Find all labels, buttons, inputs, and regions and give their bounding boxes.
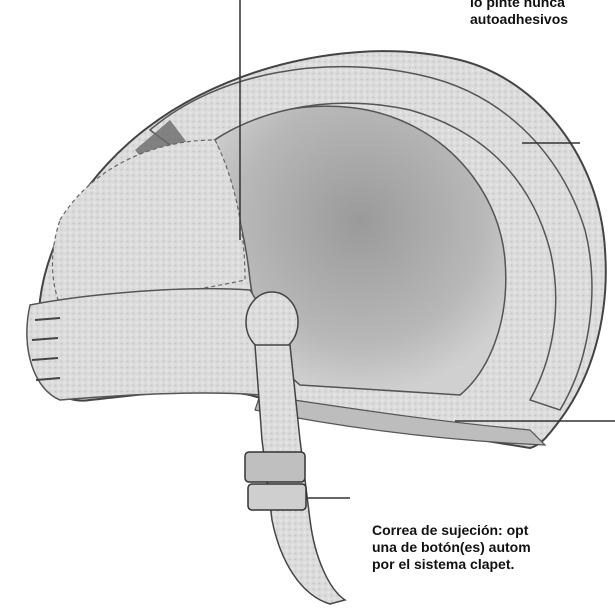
top-note-line-1: lo pinte nunca xyxy=(470,0,568,11)
buckle-upper xyxy=(245,452,305,482)
strap-anchor xyxy=(246,292,298,352)
strap-note-line-1: Correa de sujeción: opt xyxy=(372,522,531,539)
chin-bar xyxy=(27,289,269,400)
strap-note: Correa de sujeción: opt una de botón(es)… xyxy=(372,522,531,573)
top-note: lo pinte nunca autoadhesivos xyxy=(470,0,568,28)
top-note-line-2: autoadhesivos xyxy=(470,11,568,28)
visor xyxy=(53,140,246,305)
strap-note-line-3: por el sistema clapet. xyxy=(372,556,531,573)
buckle-lower xyxy=(248,484,306,510)
strap-note-line-2: una de botón(es) autom xyxy=(372,539,531,556)
